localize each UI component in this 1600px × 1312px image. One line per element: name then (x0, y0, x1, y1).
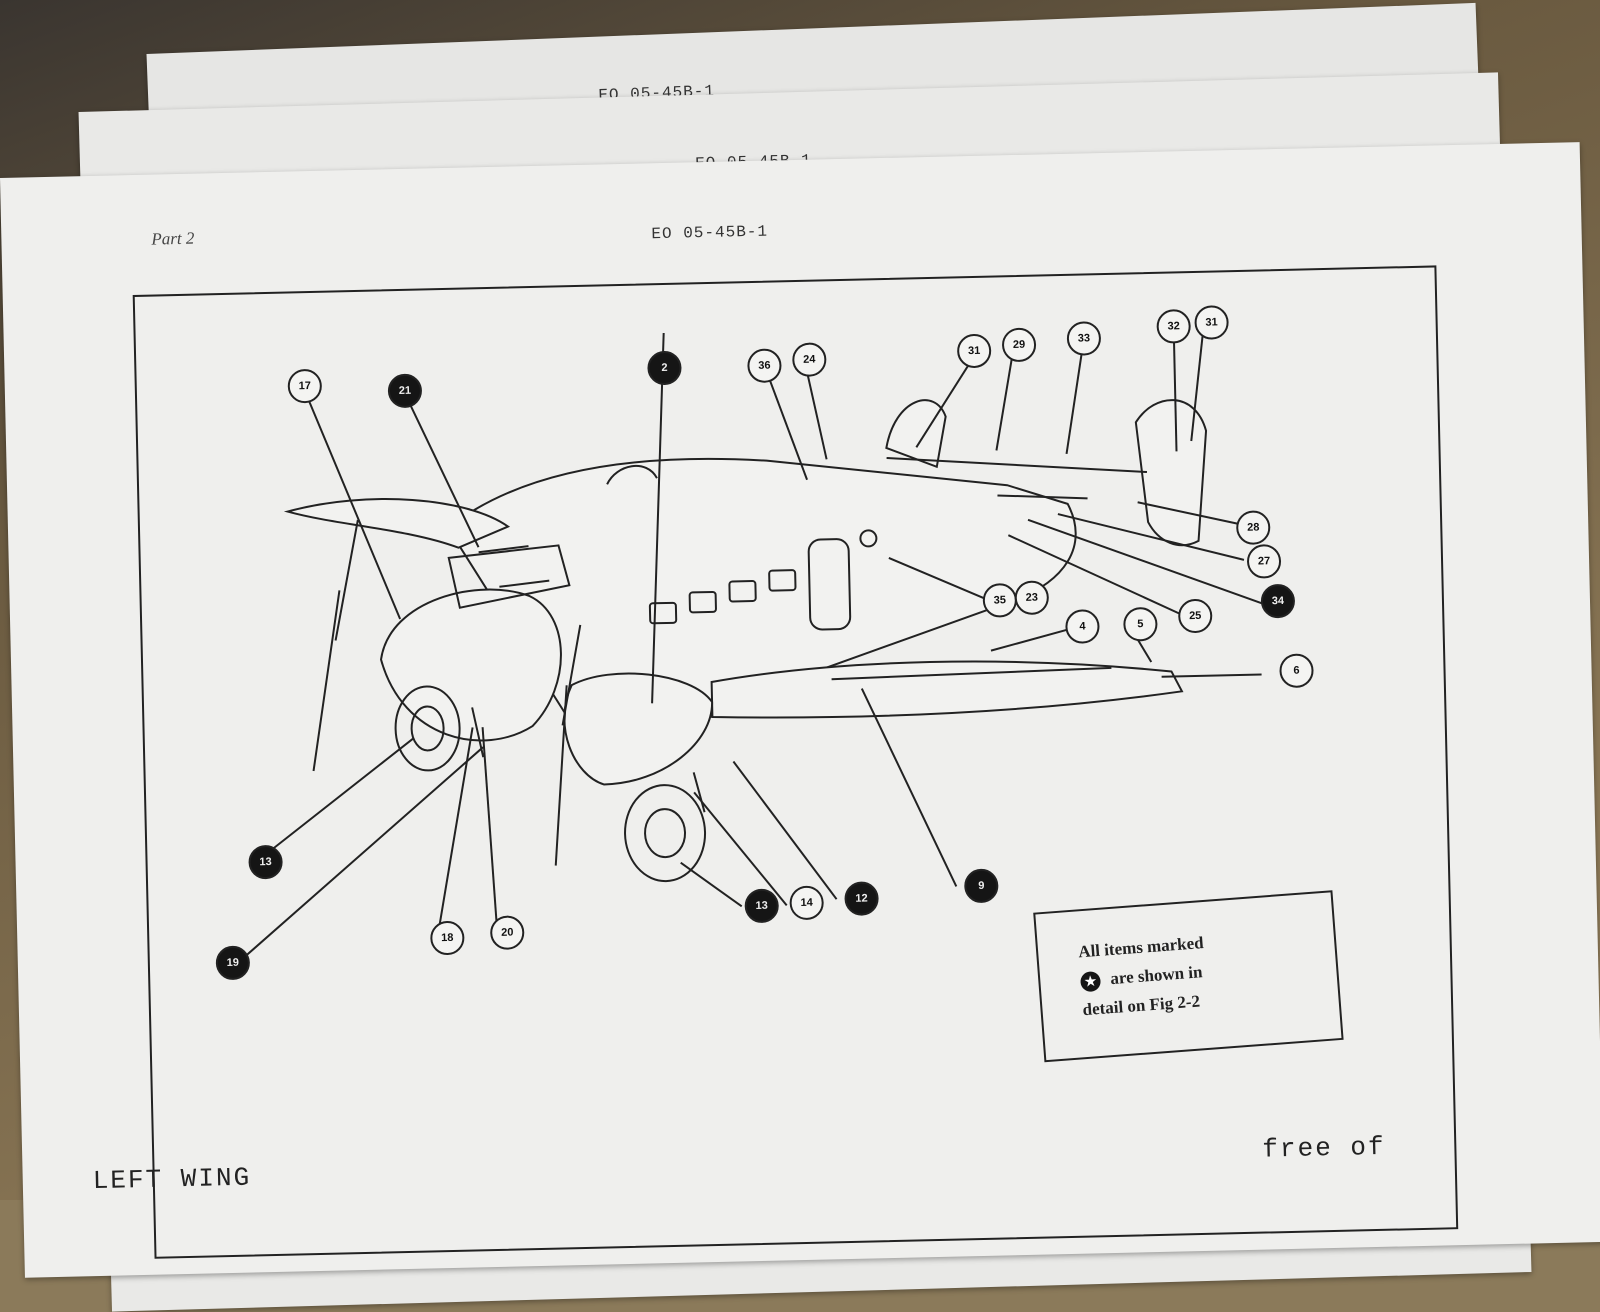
star-in-circle-icon: ★ (1079, 970, 1102, 993)
footer-right-text: free of (1262, 1131, 1386, 1165)
legend-line-2: are shown in (1109, 962, 1204, 989)
aircraft-drawing (237, 325, 1266, 964)
figure-legend: All items marked ★are shown in detail on… (1033, 890, 1344, 1063)
front-sheet: Part 2 EO 05-45B-1 (0, 142, 1600, 1278)
footer-left-wing: LEFT WING (92, 1162, 252, 1197)
